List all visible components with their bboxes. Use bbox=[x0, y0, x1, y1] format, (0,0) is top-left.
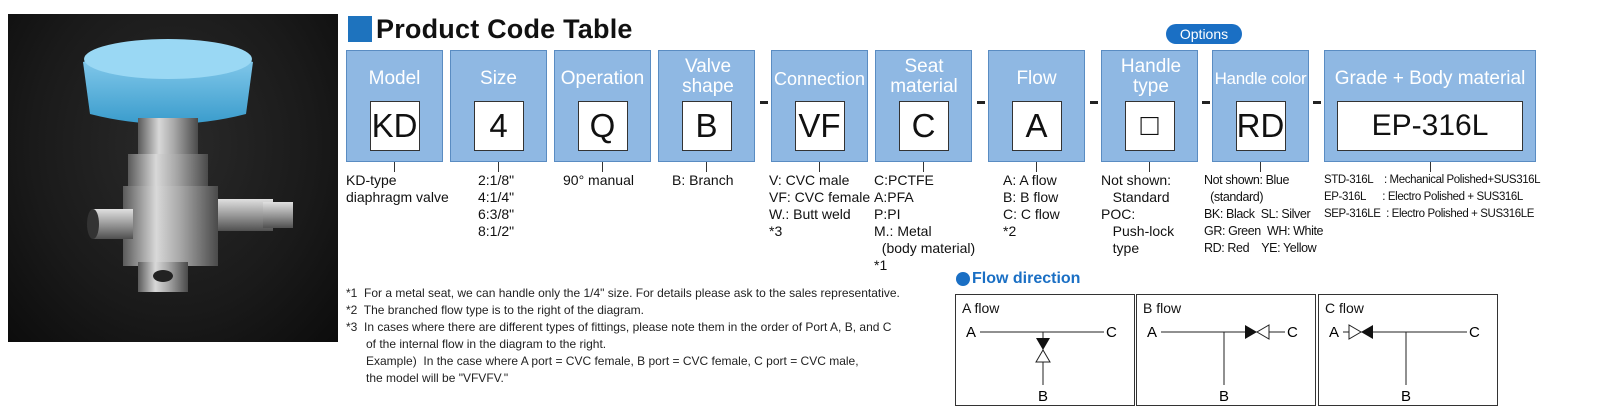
leader-line bbox=[1430, 162, 1431, 172]
field-operation: Operation Q bbox=[554, 50, 651, 162]
flow-a-diagram-svg: A C B bbox=[966, 324, 1117, 405]
field-label: Valve shape bbox=[682, 56, 734, 97]
field-code: □ bbox=[1124, 101, 1175, 151]
field-label: Handle type bbox=[1120, 56, 1182, 97]
field-label: Operation bbox=[560, 68, 645, 89]
footnotes: *1 For a metal seat, we can handle only … bbox=[346, 285, 900, 387]
leader-line bbox=[602, 162, 603, 172]
field-seat-material: Seat material C bbox=[875, 50, 972, 162]
port-c-label: C bbox=[1106, 324, 1117, 341]
port-b-label: B bbox=[1401, 388, 1411, 405]
field-code: A bbox=[1011, 101, 1062, 151]
field-code: Q bbox=[577, 101, 628, 151]
flow-diagram-title: C flow bbox=[1325, 300, 1364, 316]
footnote: of the internal flow in the diagram to t… bbox=[346, 337, 607, 351]
valve-open-triangle-icon bbox=[1348, 324, 1362, 340]
field-label: Connection bbox=[773, 69, 866, 89]
flow-direction-title: Flow direction bbox=[972, 270, 1081, 287]
bullet-dot-icon bbox=[956, 272, 970, 286]
port-b-label: B bbox=[1038, 388, 1048, 405]
field-code: B bbox=[681, 101, 732, 151]
field-flow: Flow A bbox=[988, 50, 1085, 162]
valve-open-triangle-icon bbox=[1035, 349, 1051, 363]
product-photo bbox=[8, 14, 338, 342]
page-title-text: Product Code Table bbox=[376, 13, 633, 44]
separator-dash bbox=[760, 101, 768, 104]
desc-connection: V: CVC male VF: CVC female W.: Butt weld… bbox=[769, 172, 871, 239]
leader-line bbox=[819, 162, 820, 172]
field-connection: Connection VF bbox=[771, 50, 868, 162]
options-badge: Options bbox=[1166, 24, 1242, 44]
separator-dash bbox=[1090, 101, 1098, 104]
desc-handle-color: Not shown: Blue (standard) BK: Black SL:… bbox=[1204, 173, 1324, 255]
leader-line bbox=[1260, 162, 1261, 172]
field-model: Model KD bbox=[346, 50, 443, 162]
flow-b-diagram-svg: A C B bbox=[1147, 324, 1298, 405]
title-square-icon bbox=[348, 16, 372, 42]
port-b-label: B bbox=[1219, 388, 1229, 405]
desc-grade-body: STD-316L : Mechanical Polished+SUS316L E… bbox=[1324, 174, 1541, 220]
desc-valve-shape: B: Branch bbox=[672, 172, 734, 188]
valve-closed-triangle-icon bbox=[1036, 338, 1050, 350]
desc-handle-type: Not shown: Standard POC: Push-lock type bbox=[1101, 172, 1175, 256]
flow-diagram-b: B flow A C B bbox=[1136, 294, 1316, 406]
field-handle-color: Handle color RD bbox=[1212, 50, 1309, 162]
footnote: Example) In the case where A port = CVC … bbox=[346, 354, 859, 368]
field-code: C bbox=[898, 101, 949, 151]
field-label: Flow bbox=[1016, 68, 1057, 89]
desc-size: 2:1/8" 4:1/4" 6:3/8" 8:1/2" bbox=[478, 172, 515, 239]
field-code: RD bbox=[1235, 101, 1286, 151]
leader-line bbox=[923, 162, 924, 172]
flow-diagram-title: B flow bbox=[1143, 300, 1182, 316]
port-a-label: A bbox=[1147, 324, 1157, 341]
field-code: KD bbox=[369, 101, 420, 151]
page-title: Product Code Table bbox=[348, 12, 633, 46]
footnote: *1 For a metal seat, we can handle only … bbox=[346, 286, 900, 300]
port-c-label: C bbox=[1287, 324, 1298, 341]
diaphragm-valve-image bbox=[83, 39, 293, 292]
flow-direction-heading: Flow direction bbox=[956, 270, 1080, 288]
leader-line bbox=[706, 162, 707, 172]
leader-line bbox=[394, 162, 395, 172]
leader-line bbox=[1036, 162, 1037, 172]
field-label: Handle color bbox=[1214, 69, 1307, 88]
footnote: the model will be "VFVFV." bbox=[346, 371, 509, 385]
desc-operation: 90° manual bbox=[563, 172, 634, 188]
valve-closed-triangle-icon bbox=[1245, 325, 1257, 339]
field-code: VF bbox=[794, 101, 845, 151]
leader-line bbox=[1149, 162, 1150, 172]
field-valve-shape: Valve shape B bbox=[658, 50, 755, 162]
field-label: Grade + Body material bbox=[1334, 68, 1526, 89]
valve-closed-triangle-icon bbox=[1361, 325, 1373, 339]
leader-line bbox=[498, 162, 499, 172]
port-c-label: C bbox=[1469, 324, 1480, 341]
field-code: 4 bbox=[473, 101, 524, 151]
port-a-label: A bbox=[966, 324, 976, 341]
flow-c-diagram-svg: A C B bbox=[1329, 324, 1480, 405]
field-grade-body: Grade + Body material EP-316L bbox=[1324, 50, 1536, 162]
port-a-label: A bbox=[1329, 324, 1339, 341]
field-handle-type: Handle type □ bbox=[1101, 50, 1198, 162]
field-label: Size bbox=[480, 68, 517, 89]
separator-dash bbox=[977, 101, 985, 104]
separator-dash bbox=[1313, 101, 1321, 104]
desc-model: KD-type diaphragm valve bbox=[346, 172, 449, 205]
field-code: EP-316L bbox=[1337, 101, 1523, 151]
field-size: Size 4 bbox=[450, 50, 547, 162]
field-label: Seat material bbox=[890, 56, 958, 97]
flow-diagram-c: C flow A C B bbox=[1318, 294, 1498, 406]
footnote: *2 The branched flow type is to the righ… bbox=[346, 303, 644, 317]
separator-dash bbox=[1202, 101, 1210, 104]
flow-diagram-a: A flow A C B bbox=[955, 294, 1135, 406]
desc-seat-material: C:PCTFE A:PFA P:PI M.: Metal (body mater… bbox=[874, 172, 976, 273]
valve-open-triangle-icon bbox=[1256, 324, 1270, 340]
field-label: Model bbox=[368, 68, 421, 89]
footnote: *3 In cases where there are different ty… bbox=[346, 320, 892, 334]
desc-flow: A: A flow B: B flow C: C flow *2 bbox=[1003, 172, 1060, 239]
flow-diagram-title: A flow bbox=[962, 300, 1000, 316]
